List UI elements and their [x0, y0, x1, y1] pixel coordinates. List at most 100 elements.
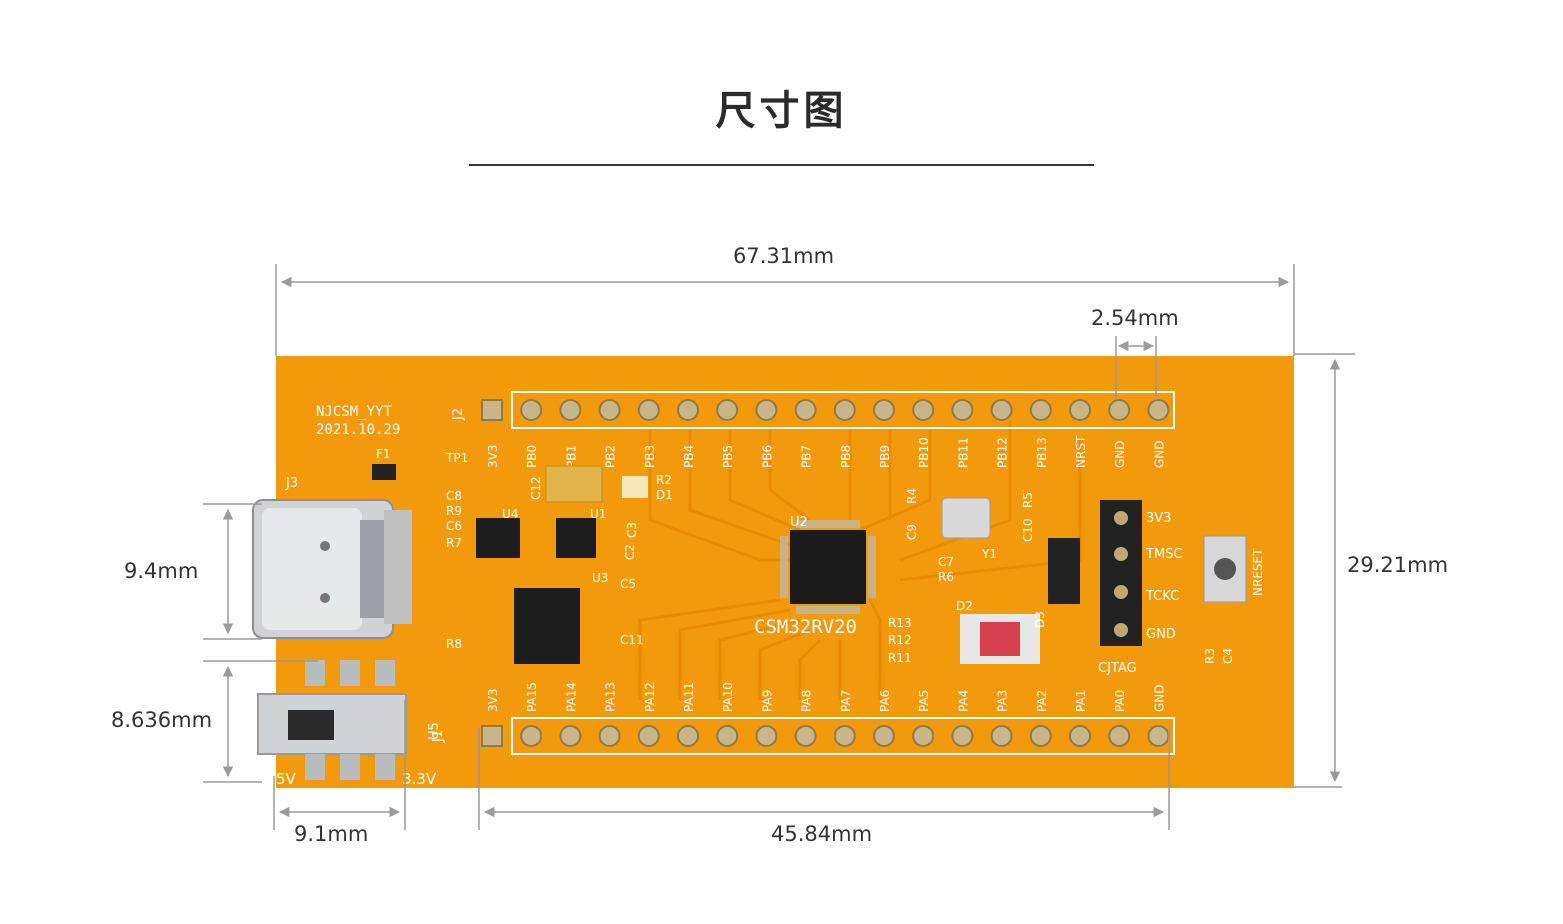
ref-r8: R8 [446, 637, 462, 651]
bottom-header-pin-label: PA13 [604, 682, 618, 712]
usb-c-connector [252, 499, 412, 639]
top-header-pin-label: GND [1152, 440, 1166, 468]
top-header-pin-label: PB12 [996, 437, 1010, 468]
ref-r7: R7 [446, 536, 462, 550]
ref-c8: C8 [446, 489, 462, 503]
bottom-header-pin-label: PA3 [996, 690, 1010, 712]
u2-ref: U2 [790, 515, 808, 530]
dim-board-width: 67.31mm [733, 244, 835, 268]
ref-c6: C6 [446, 519, 462, 533]
top-header-pin-pad [1029, 399, 1052, 421]
bottom-header-pin-pad [481, 725, 503, 747]
jtag-label: CJTAG [1098, 661, 1137, 676]
ref-c5: C5 [620, 577, 636, 591]
ref-r13: R13 [888, 616, 912, 630]
ref-f1: F1 [376, 447, 391, 461]
top-header-pin-label: PB10 [917, 437, 931, 468]
bottom-header-pin-pad [794, 725, 817, 747]
ref-c7: C7 [938, 555, 954, 569]
dimension-lines [203, 264, 1355, 830]
ref-r3: R3 [1203, 648, 1217, 664]
bottom-header-pin-pad [1108, 725, 1131, 747]
jtag-header [1100, 500, 1142, 646]
bottom-header-pin-pad [716, 725, 739, 747]
bottom-header-pin-label: PA4 [956, 690, 970, 712]
top-header-pins [481, 399, 1170, 421]
ref-r2: R2 [656, 473, 672, 487]
top-header-pin-label: PB1 [564, 445, 578, 468]
top-header-pin-label: PB11 [956, 437, 970, 468]
ref-d3: D3 [1033, 611, 1047, 628]
top-header-pin-label: PB8 [839, 445, 853, 468]
jtag-pin-2: TMSC [1145, 547, 1183, 562]
ref-u3: U3 [592, 571, 608, 585]
top-header-pin-label: NRST [1074, 435, 1088, 468]
label-3v3: 3.3V [402, 770, 437, 788]
mcu-chip [780, 520, 876, 614]
top-header-pin-pad [1069, 399, 1091, 421]
ref-tp1: TP1 [445, 451, 468, 465]
component-refs: TP1 F1 C8 R9 C6 R7 U4 U1 C2 C3 U3 C5 C11… [376, 447, 1235, 665]
dim-board-height: 29.21mm [1347, 553, 1449, 577]
board-date: 2021.10.29 [316, 422, 400, 438]
bottom-header-pin-label: PA12 [643, 682, 657, 712]
ref-c2: C2 [623, 544, 637, 560]
ref-c11: C11 [620, 633, 644, 647]
bottom-header-pin-pad [1029, 725, 1052, 747]
top-header-pin-pad [677, 399, 699, 421]
bottom-header-pin-label: PA2 [1035, 690, 1049, 712]
top-header-pin-pad [598, 399, 621, 421]
bottom-header-pin-label: PA14 [564, 682, 578, 712]
ref-c3: C3 [625, 522, 639, 538]
bottom-header-pin-label: PA10 [721, 682, 735, 712]
bottom-header-pin-label: PA11 [682, 682, 696, 712]
ref-c4: C4 [1221, 648, 1235, 664]
title-underline [469, 164, 1094, 166]
ref-r11: R11 [888, 651, 912, 665]
ref-r9: R9 [446, 504, 462, 518]
top-header-pin-label: GND [1113, 440, 1127, 468]
bottom-header-outline [511, 717, 1175, 755]
bottom-header-pins [481, 725, 1170, 747]
ref-r12: R12 [888, 633, 912, 647]
dim-usb-width: 9.4mm [124, 559, 199, 583]
page-title: 尺寸图 [715, 88, 848, 134]
dim-header-span: 45.84mm [771, 822, 873, 846]
bottom-header-pin-label: PA0 [1113, 690, 1127, 712]
ref-r4: R4 [905, 488, 919, 504]
ref-r5: R5 [1021, 492, 1035, 508]
top-header-pin-pad [755, 399, 778, 421]
j1-ref: J1 [431, 730, 446, 743]
top-header-pin-pad [951, 399, 974, 421]
ref-u4: U4 [502, 507, 518, 521]
top-header-pin-pad [637, 399, 660, 421]
jtag-pin-1: 3V3 [1146, 511, 1171, 526]
top-header-pin-label: PB4 [682, 445, 696, 468]
top-header-pin-pad [990, 399, 1013, 421]
ref-d2: D2 [956, 599, 973, 613]
bottom-header-pin-pad [559, 725, 582, 747]
bottom-header-pin-pad [637, 725, 660, 747]
bottom-header-pin-pad [1069, 725, 1091, 747]
u5-ref: U5 [427, 722, 442, 740]
top-header-pin-pad [716, 399, 739, 421]
j3-ref: J3 [285, 476, 298, 491]
bottom-header-pin-pad [1147, 725, 1170, 747]
top-header-pin-pad [520, 399, 543, 421]
bottom-header-pin-pad [873, 725, 895, 747]
top-header-pin-label: 3V3 [486, 445, 500, 468]
jtag-pin-4: GND [1146, 627, 1176, 642]
label-5v: 5V [276, 770, 297, 788]
bottom-header-pin-label: 3V3 [486, 689, 500, 712]
ref-r6: R6 [938, 570, 954, 584]
mcu-label: CSM32RV20 [754, 616, 857, 638]
bottom-header-pin-pad [912, 725, 935, 747]
bottom-header-pin-label: PA6 [878, 690, 892, 712]
dim-switch-width: 9.1mm [294, 822, 369, 846]
bottom-header-pin-label: PA5 [917, 690, 931, 712]
board-name: NJCSM_YYT [316, 404, 392, 420]
reset-label: NRESET [1251, 548, 1265, 596]
